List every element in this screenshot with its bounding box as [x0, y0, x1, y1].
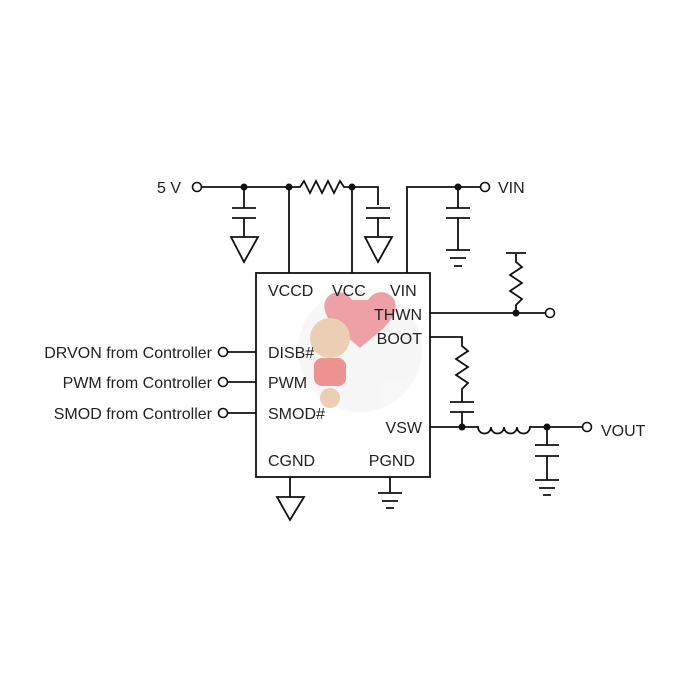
five-v-rail — [191, 178, 394, 273]
drvon-input-label: DRVON from Controller — [44, 345, 212, 362]
pin-pgnd: PGND — [369, 453, 415, 470]
pin-cgnd: CGND — [268, 453, 315, 470]
pin-vccd: VCCD — [268, 283, 313, 300]
pin-vsw: VSW — [386, 420, 423, 437]
vin-label: VIN — [498, 180, 525, 197]
pin-disb: DISB# — [268, 345, 314, 362]
output-filter — [430, 421, 593, 496]
watermark-bear — [298, 288, 422, 412]
input-wires — [217, 346, 256, 419]
pin-smod: SMOD# — [268, 406, 325, 423]
boot-network — [430, 336, 474, 427]
pin-pwm: PWM — [268, 375, 307, 392]
pin-boot: BOOT — [377, 331, 423, 348]
pin-thwn: THWN — [374, 307, 422, 324]
smod-input-label: SMOD from Controller — [54, 406, 213, 423]
five-v-terminal — [191, 181, 203, 193]
vin-rail — [406, 181, 491, 273]
thwn-pullup — [430, 252, 556, 319]
cgnd-ground-icon — [275, 477, 306, 522]
pgnd-ground-icon — [378, 477, 402, 509]
pin-vin: VIN — [390, 283, 417, 300]
pwm-input-label: PWM from Controller — [63, 375, 213, 392]
thwn-terminal — [544, 307, 556, 319]
ic-body — [255, 272, 431, 478]
vout-terminal — [581, 421, 593, 433]
pin-vcc: VCC — [332, 283, 366, 300]
vout-label: VOUT — [601, 423, 646, 440]
vin-terminal — [479, 181, 491, 193]
five-v-label: 5 V — [157, 180, 181, 197]
